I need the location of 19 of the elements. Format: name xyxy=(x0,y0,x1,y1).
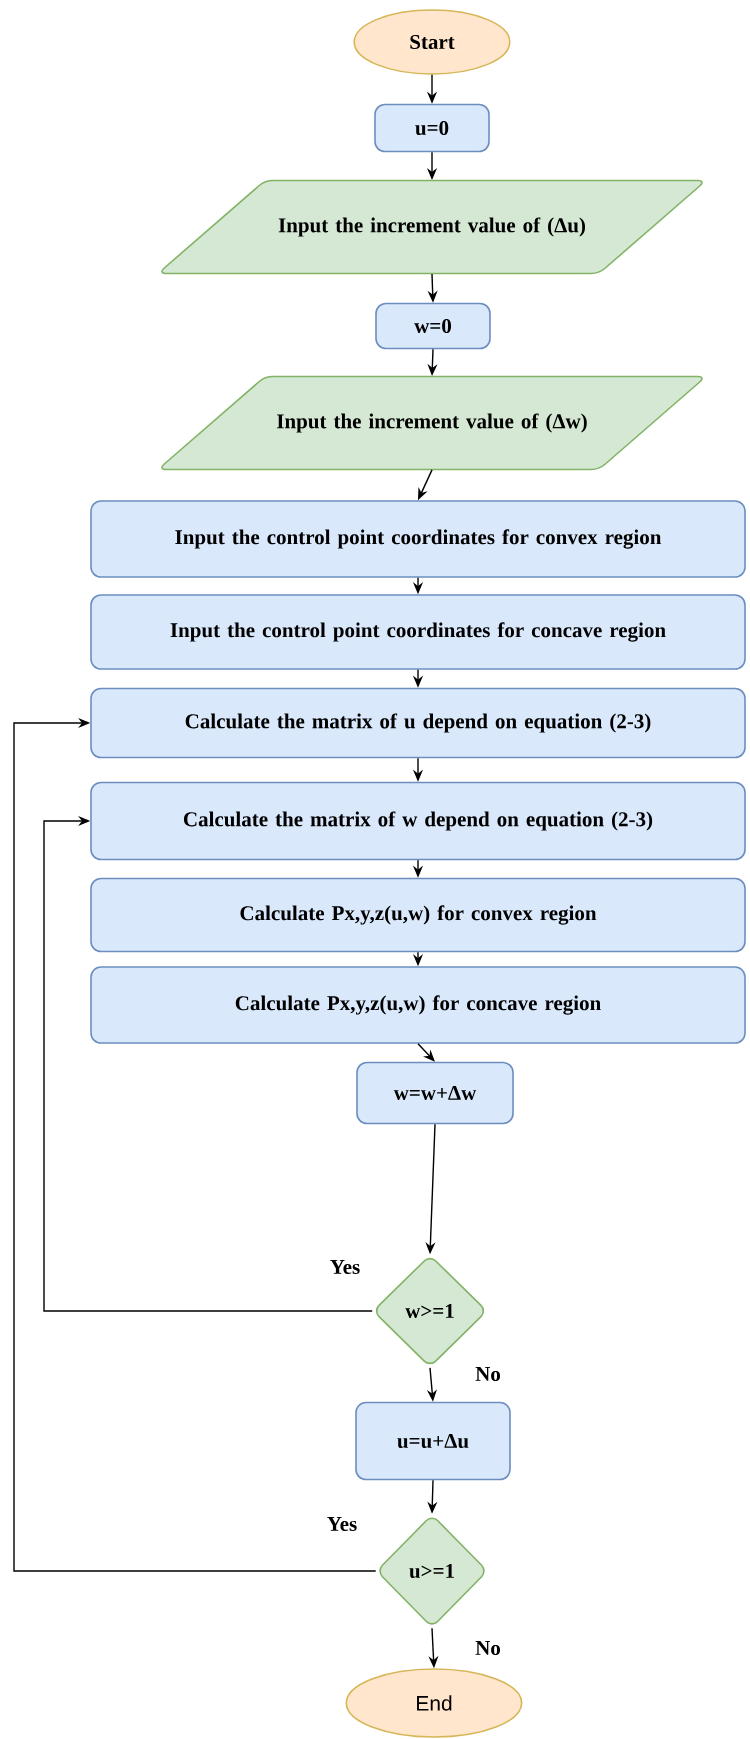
process-box: Calculate Px,y,z(u,w) for convex region xyxy=(90,877,746,953)
edge-label: Yes xyxy=(327,1258,363,1276)
process-box: w=w+Δw xyxy=(356,1061,514,1125)
process-box: Calculate the matrix of u depend on equation (2-3) xyxy=(90,687,746,759)
edge-label: No xyxy=(473,1365,503,1383)
process-box: Input the control point coordinates for convex region xyxy=(90,500,746,578)
process-box: u=u+Δu xyxy=(355,1401,511,1481)
process-box: w=0 xyxy=(375,302,491,350)
process-box: u=0 xyxy=(374,103,490,153)
arrow xyxy=(13,717,377,1572)
process-box: Input the control point coordinates for concave region xyxy=(90,594,746,670)
input-parallelogram: Input the increment value of (Δw) xyxy=(161,375,703,471)
arrow xyxy=(43,815,373,1312)
edge-label: No xyxy=(473,1639,503,1657)
input-parallelogram: Input the increment value of (Δu) xyxy=(161,179,703,275)
edge-label: Yes xyxy=(324,1515,360,1533)
process-box: Calculate Px,y,z(u,w) for concave region xyxy=(90,966,746,1044)
arrow xyxy=(417,1043,435,1062)
process-box: Calculate the matrix of w depend on equation (2-3) xyxy=(90,781,746,861)
